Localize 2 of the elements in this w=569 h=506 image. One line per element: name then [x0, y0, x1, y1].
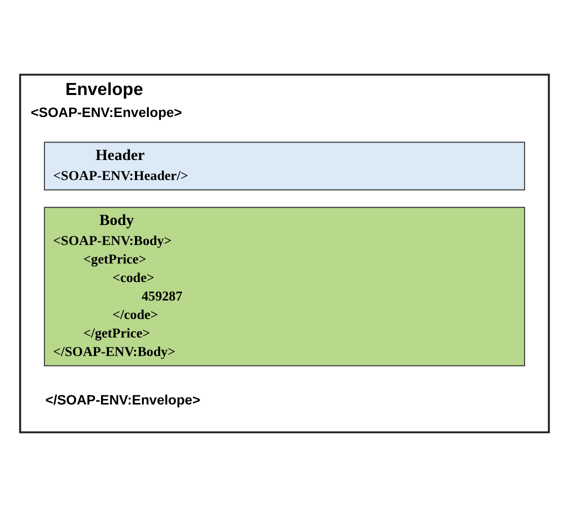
node-box: Header <SOAP-ENV:Header/>	[44, 141, 526, 190]
node-box: Body <SOAP-ENV:Body> <getPrice> <code> 459287 </code> </getPrice> </SOAP-ENV:Body>	[44, 206, 526, 366]
